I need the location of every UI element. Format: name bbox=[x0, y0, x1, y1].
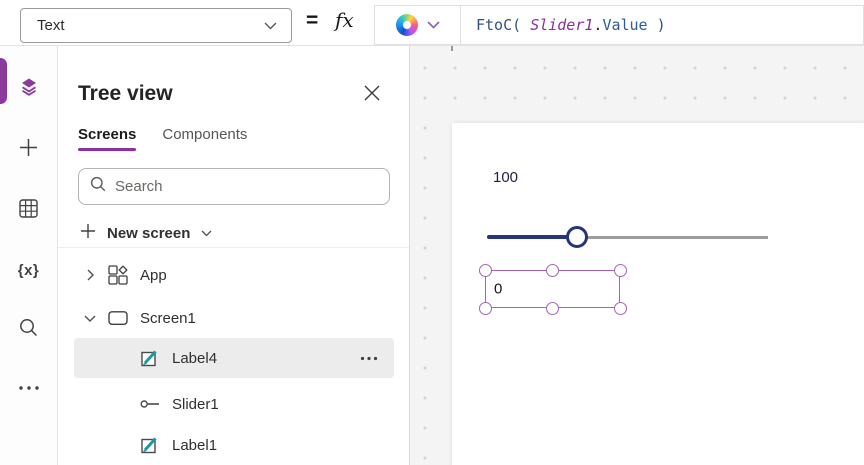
label1-control[interactable]: 100 bbox=[493, 169, 519, 186]
property-selector[interactable]: Text bbox=[20, 8, 292, 43]
tree-item-slider1[interactable]: Slider1 bbox=[58, 383, 409, 425]
panel-divider bbox=[58, 247, 409, 248]
layers-icon bbox=[19, 77, 39, 102]
tree-item-screen1[interactable]: Screen1 bbox=[58, 297, 409, 339]
slider1-handle[interactable] bbox=[566, 226, 588, 248]
slider1-track-filled[interactable] bbox=[487, 235, 577, 239]
slider1-track-rest[interactable] bbox=[577, 236, 768, 239]
more-tools-button[interactable] bbox=[0, 369, 57, 405]
app-icon bbox=[108, 265, 128, 285]
insert-nav-button[interactable] bbox=[0, 132, 57, 168]
search-nav-button[interactable] bbox=[0, 312, 57, 348]
search-icon bbox=[90, 176, 106, 197]
rail-selection-indicator bbox=[0, 58, 7, 104]
tree-item-label: Screen1 bbox=[140, 309, 196, 327]
search-icon bbox=[19, 318, 38, 342]
selection-handle-bottom-middle[interactable] bbox=[546, 301, 559, 315]
label-control-icon bbox=[140, 435, 160, 455]
variables-nav-button[interactable]: {x} bbox=[0, 252, 57, 288]
tree-item-label1[interactable]: Label1 bbox=[58, 424, 409, 465]
copilot-dropdown-button[interactable] bbox=[375, 6, 461, 44]
tab-components[interactable]: Components bbox=[162, 126, 248, 143]
item-more-menu-button[interactable] bbox=[360, 356, 394, 361]
selection-handle-top-left[interactable] bbox=[478, 263, 492, 277]
formula-dot-token: . bbox=[593, 16, 603, 34]
close-icon bbox=[364, 85, 380, 106]
formula-toolbar: Text = fx FtoC( Slider1.Value ) bbox=[0, 0, 864, 46]
formula-control-token: Slider1 bbox=[530, 16, 594, 34]
panel-title: Tree view bbox=[78, 82, 173, 105]
selection-handle-bottom-right[interactable] bbox=[613, 301, 627, 315]
formula-close-paren-token: ) bbox=[647, 16, 666, 34]
selection-handle-top-middle[interactable] bbox=[546, 263, 559, 277]
chevron-down-icon bbox=[201, 224, 212, 242]
screen-icon bbox=[108, 308, 128, 328]
new-screen-label: New screen bbox=[107, 224, 191, 242]
selection-handle-bottom-left[interactable] bbox=[478, 301, 492, 315]
label-control-icon bbox=[140, 348, 160, 368]
tree-item-label: Slider1 bbox=[172, 395, 219, 413]
chevron-down-icon[interactable] bbox=[84, 315, 96, 322]
tree-item-label4[interactable]: Label4 bbox=[74, 338, 394, 378]
formula-property-token: Value bbox=[602, 16, 648, 34]
plus-icon bbox=[19, 138, 38, 162]
chevron-right-icon[interactable] bbox=[84, 269, 96, 281]
canvas-authoring-area: 100 0 bbox=[410, 46, 864, 465]
new-screen-button[interactable]: New screen bbox=[70, 214, 222, 252]
tree-item-label: Label4 bbox=[172, 349, 218, 367]
slider-control-icon bbox=[140, 394, 160, 414]
tree-view-nav-button[interactable] bbox=[0, 71, 57, 107]
close-panel-button[interactable] bbox=[361, 84, 383, 106]
tree-item-label: App bbox=[140, 266, 167, 284]
equals-sign: = bbox=[306, 9, 319, 32]
table-grid-icon bbox=[19, 199, 38, 223]
tree-item-app[interactable]: App bbox=[58, 254, 409, 296]
left-navigation-rail: {x} bbox=[0, 46, 58, 465]
fx-icon: fx bbox=[335, 8, 354, 32]
formula-input[interactable]: FtoC( Slider1.Value ) bbox=[461, 16, 666, 34]
chevron-down-icon bbox=[426, 16, 440, 34]
copilot-icon bbox=[395, 14, 418, 36]
tree-view-panel: Tree view Screens Components New scre bbox=[58, 46, 410, 465]
property-selector-value: Text bbox=[37, 17, 65, 34]
ellipsis-icon bbox=[18, 378, 40, 396]
tree-item-label: Label1 bbox=[172, 436, 218, 454]
tab-screens[interactable]: Screens bbox=[78, 126, 137, 151]
tree-search-box bbox=[78, 168, 390, 205]
search-input[interactable] bbox=[115, 178, 378, 195]
data-nav-button[interactable] bbox=[0, 193, 57, 229]
variables-icon: {x} bbox=[17, 261, 40, 279]
label4-text: 0 bbox=[494, 280, 503, 298]
chevron-down-icon bbox=[264, 17, 277, 34]
formula-function-token: FtoC( bbox=[476, 16, 531, 34]
tree-panel-tabs: Screens Components bbox=[78, 126, 247, 151]
selection-handle-top-right[interactable] bbox=[613, 263, 627, 277]
ruler-tick bbox=[451, 46, 453, 51]
formula-bar: FtoC( Slider1.Value ) bbox=[374, 5, 864, 45]
screen1-artboard[interactable] bbox=[452, 123, 864, 465]
plus-icon bbox=[80, 223, 96, 244]
